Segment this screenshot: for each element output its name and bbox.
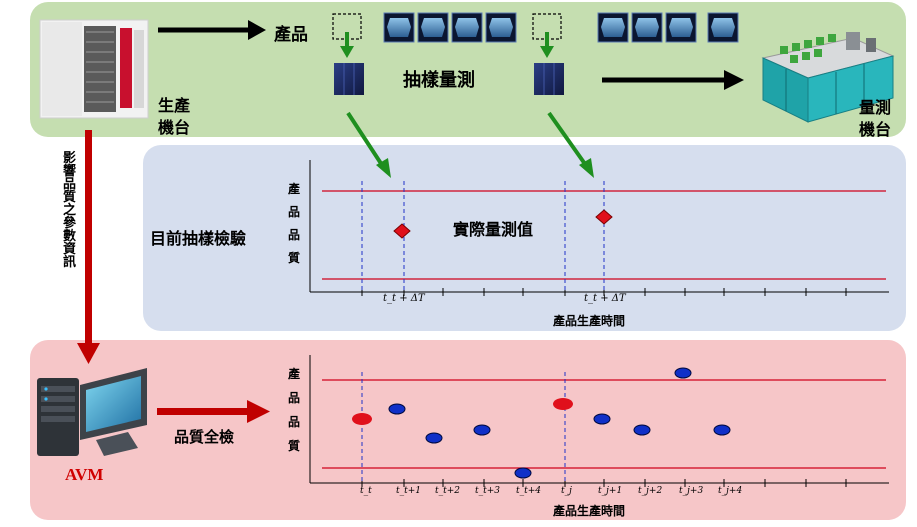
bot-tick-label: t_j bbox=[561, 486, 572, 496]
production-machine-label-1: 生產 bbox=[158, 96, 191, 115]
mid-y-axis-label: 產品 品質 bbox=[288, 182, 301, 265]
production-machine-label-2: 機台 bbox=[158, 118, 191, 137]
bot-tick-label: t_j+4 bbox=[718, 486, 743, 496]
metrology-machine-icon bbox=[761, 32, 895, 123]
mid-tick-label-1: t_t + ΔT bbox=[383, 293, 425, 304]
virtual-point bbox=[674, 367, 692, 379]
bot-x-axis-label: 產品生產時間 bbox=[553, 504, 626, 518]
bot-tick-label: t_j+1 bbox=[598, 486, 623, 496]
measured-point-1 bbox=[393, 223, 411, 239]
virtual-point bbox=[633, 424, 651, 436]
bot-tick-label: t_j+2 bbox=[638, 486, 663, 496]
full-inspection-arrow bbox=[157, 400, 270, 423]
sampling-chart bbox=[309, 160, 889, 296]
bot-y-axis-label: 產品 品質 bbox=[288, 367, 301, 453]
avm-label: AVM bbox=[65, 465, 104, 484]
full-inspection-label: 品質全檢 bbox=[174, 428, 235, 446]
bot-tick-label: t_t+2 bbox=[435, 486, 461, 496]
avm-chart-panel bbox=[30, 340, 906, 520]
parameter-info-arrow bbox=[77, 130, 100, 364]
production-machine-icon bbox=[39, 19, 149, 119]
avm-chart bbox=[309, 355, 889, 487]
bot-tick-label: t_t+3 bbox=[475, 486, 501, 496]
mid-x-axis-label: 產品生產時間 bbox=[553, 314, 626, 328]
mid-tick-label-2: t_t + ΔT bbox=[584, 293, 626, 304]
bot-tick-label: t_t bbox=[360, 486, 372, 496]
current-sampling-title: 目前抽樣檢驗 bbox=[150, 229, 247, 248]
metrology-machine-label-2: 機台 bbox=[859, 120, 892, 139]
actual-point bbox=[352, 413, 372, 425]
measured-value-label: 實際量測值 bbox=[453, 220, 534, 239]
solar-cell-icon bbox=[334, 63, 564, 95]
virtual-point bbox=[473, 424, 491, 436]
virtual-point bbox=[514, 467, 532, 479]
sampling-measurement-label: 抽樣量測 bbox=[403, 70, 475, 91]
product-wafer-icon bbox=[383, 12, 739, 43]
metrology-machine-label-1: 量測 bbox=[859, 98, 892, 117]
virtual-point bbox=[713, 424, 731, 436]
parameter-info-label: 影響 品質 之參 數資 訊 bbox=[63, 151, 77, 270]
server-computer-icon bbox=[37, 368, 147, 456]
bot-tick-label: t_t+1 bbox=[396, 486, 422, 496]
actual-point bbox=[553, 398, 573, 410]
bot-tick-label: t_j+3 bbox=[679, 486, 704, 496]
sampling-chart-panel bbox=[143, 145, 906, 331]
measured-point-2 bbox=[595, 209, 613, 225]
virtual-point bbox=[388, 403, 406, 415]
bot-tick-label: t_t+4 bbox=[516, 486, 542, 496]
virtual-point bbox=[593, 413, 611, 425]
product-label: 產品 bbox=[274, 25, 308, 45]
virtual-point bbox=[425, 432, 443, 444]
